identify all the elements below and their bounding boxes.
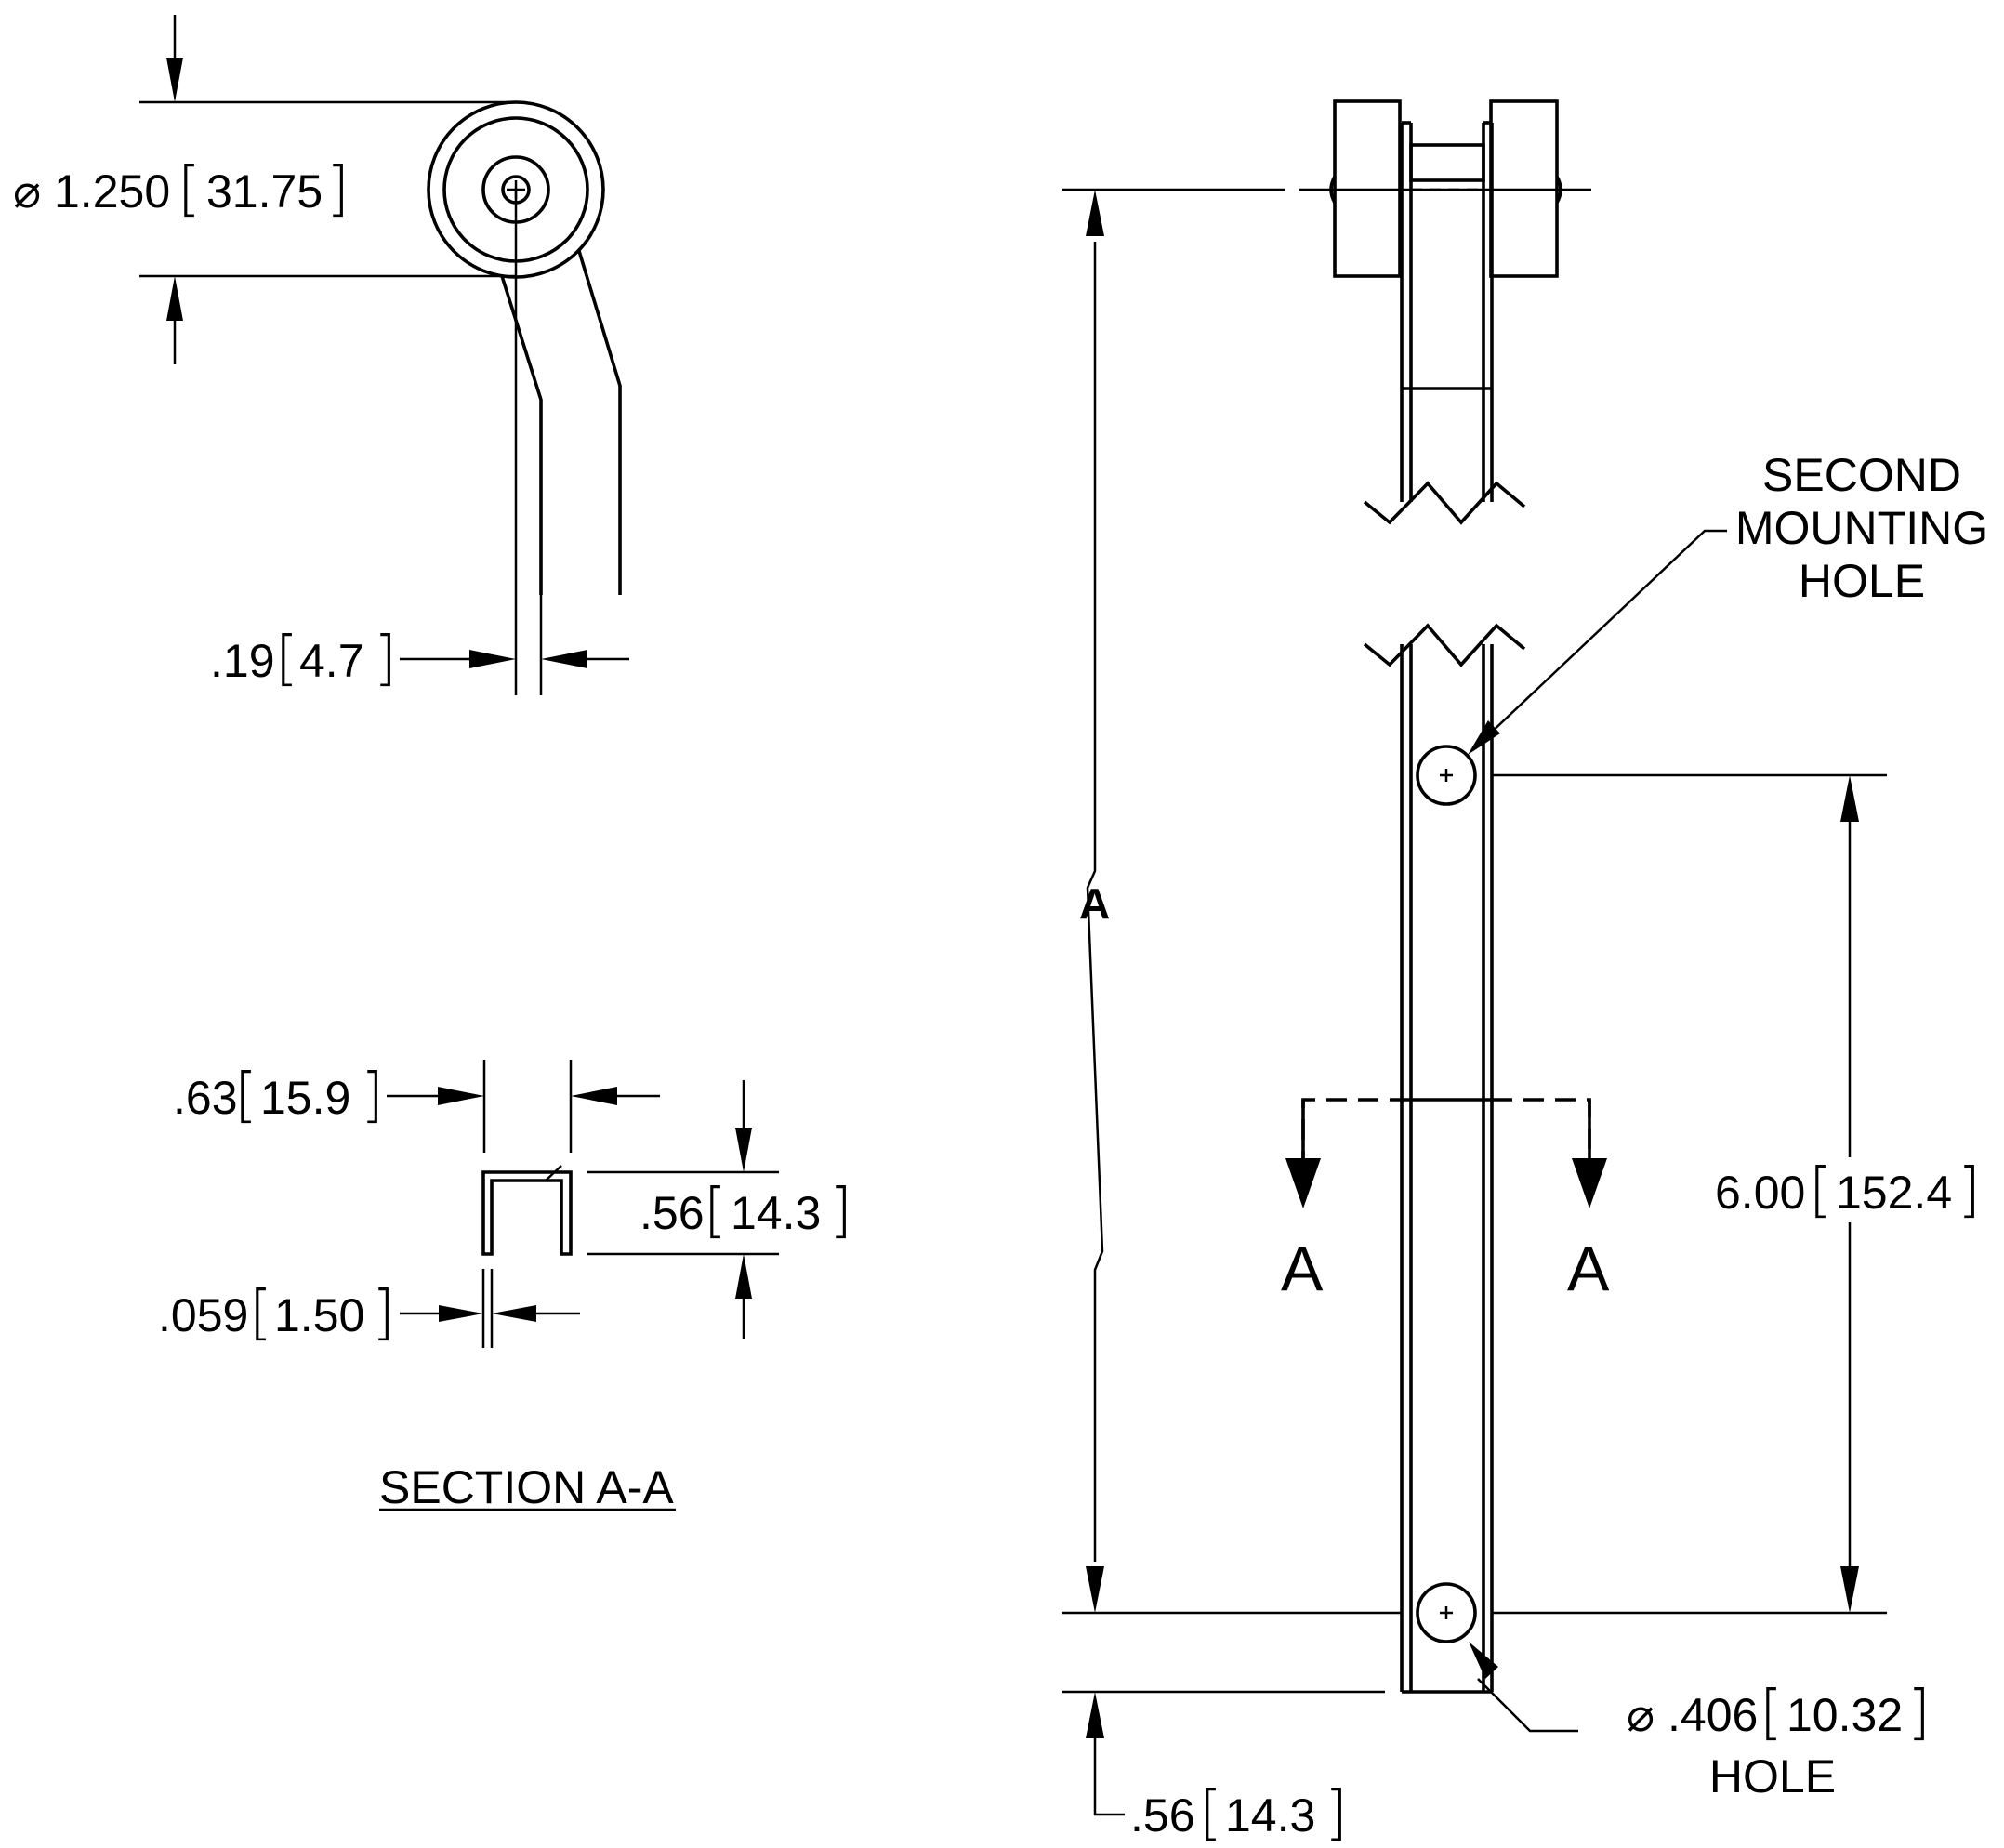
section-marker-left: A [1281, 1234, 1324, 1304]
hole-label: HOLE [1709, 1750, 1836, 1802]
side-view [139, 15, 629, 695]
svg-text:]: ] [374, 625, 397, 693]
svg-text:]: ] [326, 155, 349, 224]
svg-text:[: [ [704, 1177, 727, 1246]
front-view [1285, 99, 1607, 1694]
channel-height-mm: 14.3 [731, 1187, 821, 1239]
end-offset-inch: .56 [1130, 1789, 1195, 1841]
svg-text:[: [ [1199, 1779, 1222, 1848]
channel-width-inch: .63 [173, 1072, 238, 1124]
svg-text:[: [ [234, 1062, 257, 1130]
hole-diameter-symbol: ⌀ [1627, 1689, 1655, 1741]
hole-spacing-inch: 6.00 [1715, 1167, 1805, 1219]
dim-end-offset: .56 [ 14.3 ] [1062, 1690, 1385, 1848]
svg-text:]: ] [1958, 1156, 1981, 1225]
arm-thickness-inch: .19 [210, 635, 275, 687]
svg-text:[: [ [178, 155, 201, 224]
dim-overall-length [1062, 188, 1402, 1615]
svg-text:]: ] [829, 1177, 852, 1246]
dim-roller-diameter: ⌀ 1.250 [ 31.75 ] [13, 155, 349, 224]
second-hole-leader: SECOND MOUNTING HOLE [1468, 449, 1988, 755]
dim-arm-thickness: .19 [ 4.7 ] [210, 625, 397, 693]
wall-thickness-mm: 1.50 [274, 1289, 364, 1341]
section-a-a [379, 1060, 779, 1511]
svg-text:]: ] [1325, 1779, 1348, 1848]
hole-diameter-inch: .406 [1668, 1689, 1758, 1741]
roller-diameter-inch: 1.250 [54, 165, 170, 218]
channel-height-inch: .56 [639, 1187, 705, 1239]
section-marker-right: A [1567, 1234, 1610, 1304]
svg-text:]: ] [372, 1279, 395, 1348]
section-title: SECTION A-A [379, 1461, 674, 1513]
svg-text:[: [ [1760, 1679, 1783, 1748]
channel-width-mm: 15.9 [260, 1072, 350, 1124]
dim-hole-spacing-text: 6.00 [ 152.4 ] [1715, 1156, 1981, 1225]
second-hole-label-2: MOUNTING [1735, 502, 1988, 554]
svg-text:]: ] [1907, 1679, 1931, 1748]
dim-channel-height: .56 [ 14.3 ] [639, 1177, 852, 1246]
arm-thickness-mm: 4.7 [299, 635, 364, 687]
wall-thickness-inch: .059 [158, 1289, 248, 1341]
second-hole-label-3: HOLE [1799, 555, 1925, 607]
svg-text:[: [ [1809, 1156, 1832, 1225]
svg-text:[: [ [275, 625, 298, 693]
dim-channel-width: .63 [ 15.9 ] [173, 1062, 384, 1130]
svg-text:[: [ [249, 1279, 272, 1348]
diameter-symbol: ⌀ [13, 165, 41, 218]
overall-length-label: A [1079, 879, 1110, 928]
roller-diameter-mm: 31.75 [206, 165, 323, 218]
hole-diameter-mm: 10.32 [1786, 1689, 1903, 1741]
hole-spacing-mm: 152.4 [1836, 1167, 1952, 1219]
end-offset-mm: 14.3 [1225, 1789, 1315, 1841]
hole-diameter-leader: ⌀ .406 [ 10.32 ] HOLE [1469, 1642, 1931, 1802]
second-hole-label-1: SECOND [1762, 449, 1961, 501]
dim-wall-thickness: .059 [ 1.50 ] [158, 1279, 395, 1348]
svg-text:]: ] [361, 1062, 384, 1130]
